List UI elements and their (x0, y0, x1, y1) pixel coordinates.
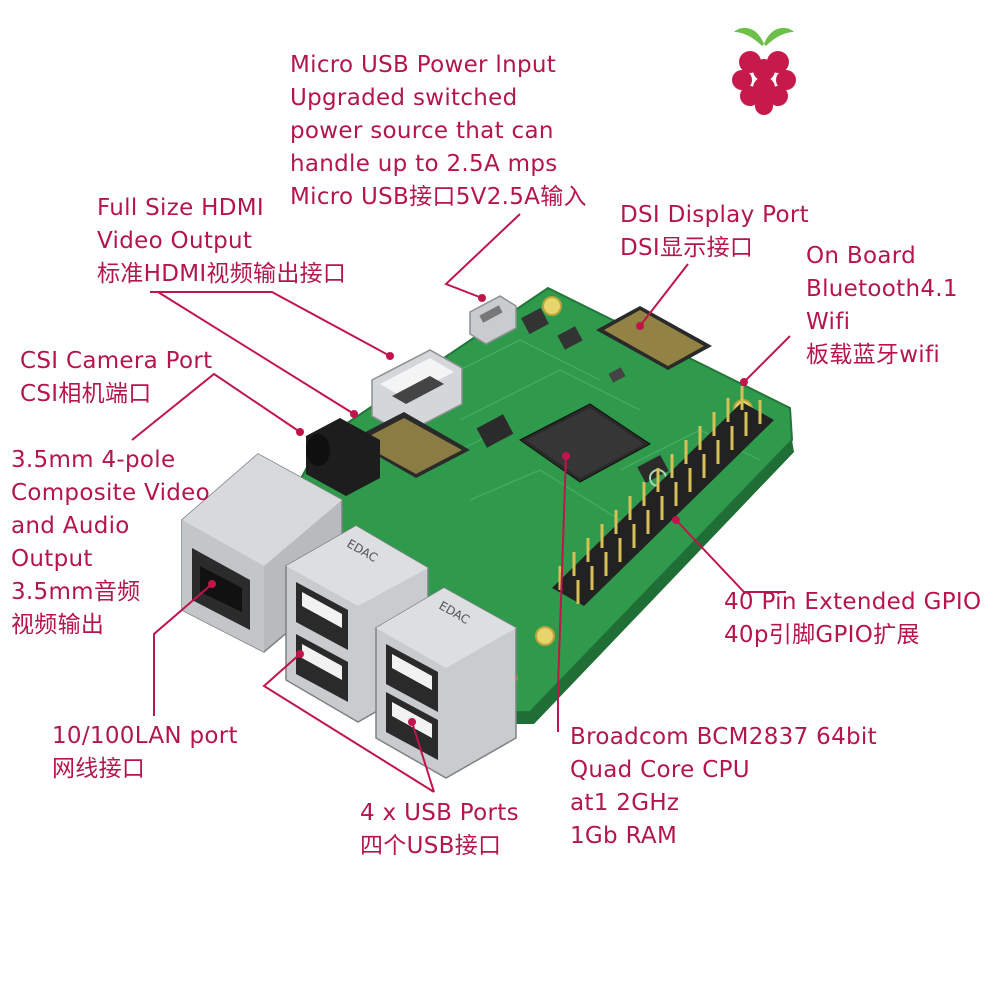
callout-line: 3.5mm音频 (11, 579, 141, 605)
callout-hdmi-output: Full Size HDMI Video Output 标准HDMI视频输出接口 (97, 192, 346, 291)
callout-line: 40p引脚GPIO扩展 (724, 622, 920, 648)
raspberry-pi-logo-icon (732, 27, 796, 115)
dsi-connector (596, 306, 712, 370)
audio-jack (306, 418, 380, 496)
callout-line: 标准HDMI视频输出接口 (97, 261, 347, 287)
usb-stack-right: EDAC (375, 587, 517, 779)
callout-line: Quad Core CPU (570, 757, 750, 783)
callout-lan: 10/100LAN port 网线接口 (52, 720, 238, 786)
callout-line: 板载蓝牙wifi (806, 342, 941, 368)
callout-line: CSI Camera Port (20, 348, 213, 374)
callout-line: handle up to 2.5A mps (290, 151, 558, 177)
callout-line: Video Output (97, 228, 253, 254)
callout-line: DSI Display Port (620, 202, 809, 228)
callout-line: Full Size HDMI (97, 195, 264, 221)
callout-line: 3.5mm 4-pole (11, 447, 176, 473)
callout-line: and Audio (11, 513, 130, 539)
callout-gpio: 40 Pin Extended GPIO 40p引脚GPIO扩展 (724, 586, 981, 652)
callout-line: 网线接口 (52, 756, 146, 782)
callout-line: Composite Video (11, 480, 211, 506)
callout-line: Upgraded switched (290, 85, 518, 111)
csi-connector (350, 412, 470, 478)
callout-line: Output (11, 546, 93, 572)
callout-line: 10/100LAN port (52, 723, 238, 749)
callout-line: 1Gb RAM (570, 823, 678, 849)
callout-line: Broadcom BCM2837 64bit (570, 724, 877, 750)
callout-line: Micro USB接口5V2.5A输入 (290, 184, 587, 210)
callout-line: Bluetooth4.1 (806, 276, 958, 302)
callout-line: 4 x USB Ports (360, 800, 519, 826)
gpio-header (552, 386, 774, 606)
callout-usb-ports: 4 x USB Ports 四个USB接口 (360, 797, 519, 863)
callout-line: 40 Pin Extended GPIO (724, 589, 982, 615)
callout-line: DSI显示接口 (620, 235, 754, 261)
callout-line: power source that can (290, 118, 554, 144)
callout-line: On Board (806, 243, 916, 269)
callout-line: Wifi (806, 309, 851, 335)
hdmi-connector (371, 349, 463, 435)
callout-line: Micro USB Power lnput (290, 52, 557, 78)
callout-line: 视频输出 (11, 612, 105, 638)
callout-line: 四个USB接口 (360, 833, 502, 859)
callout-line: CSI相机端口 (20, 381, 152, 407)
callout-line: at1 2GHz (570, 790, 680, 816)
